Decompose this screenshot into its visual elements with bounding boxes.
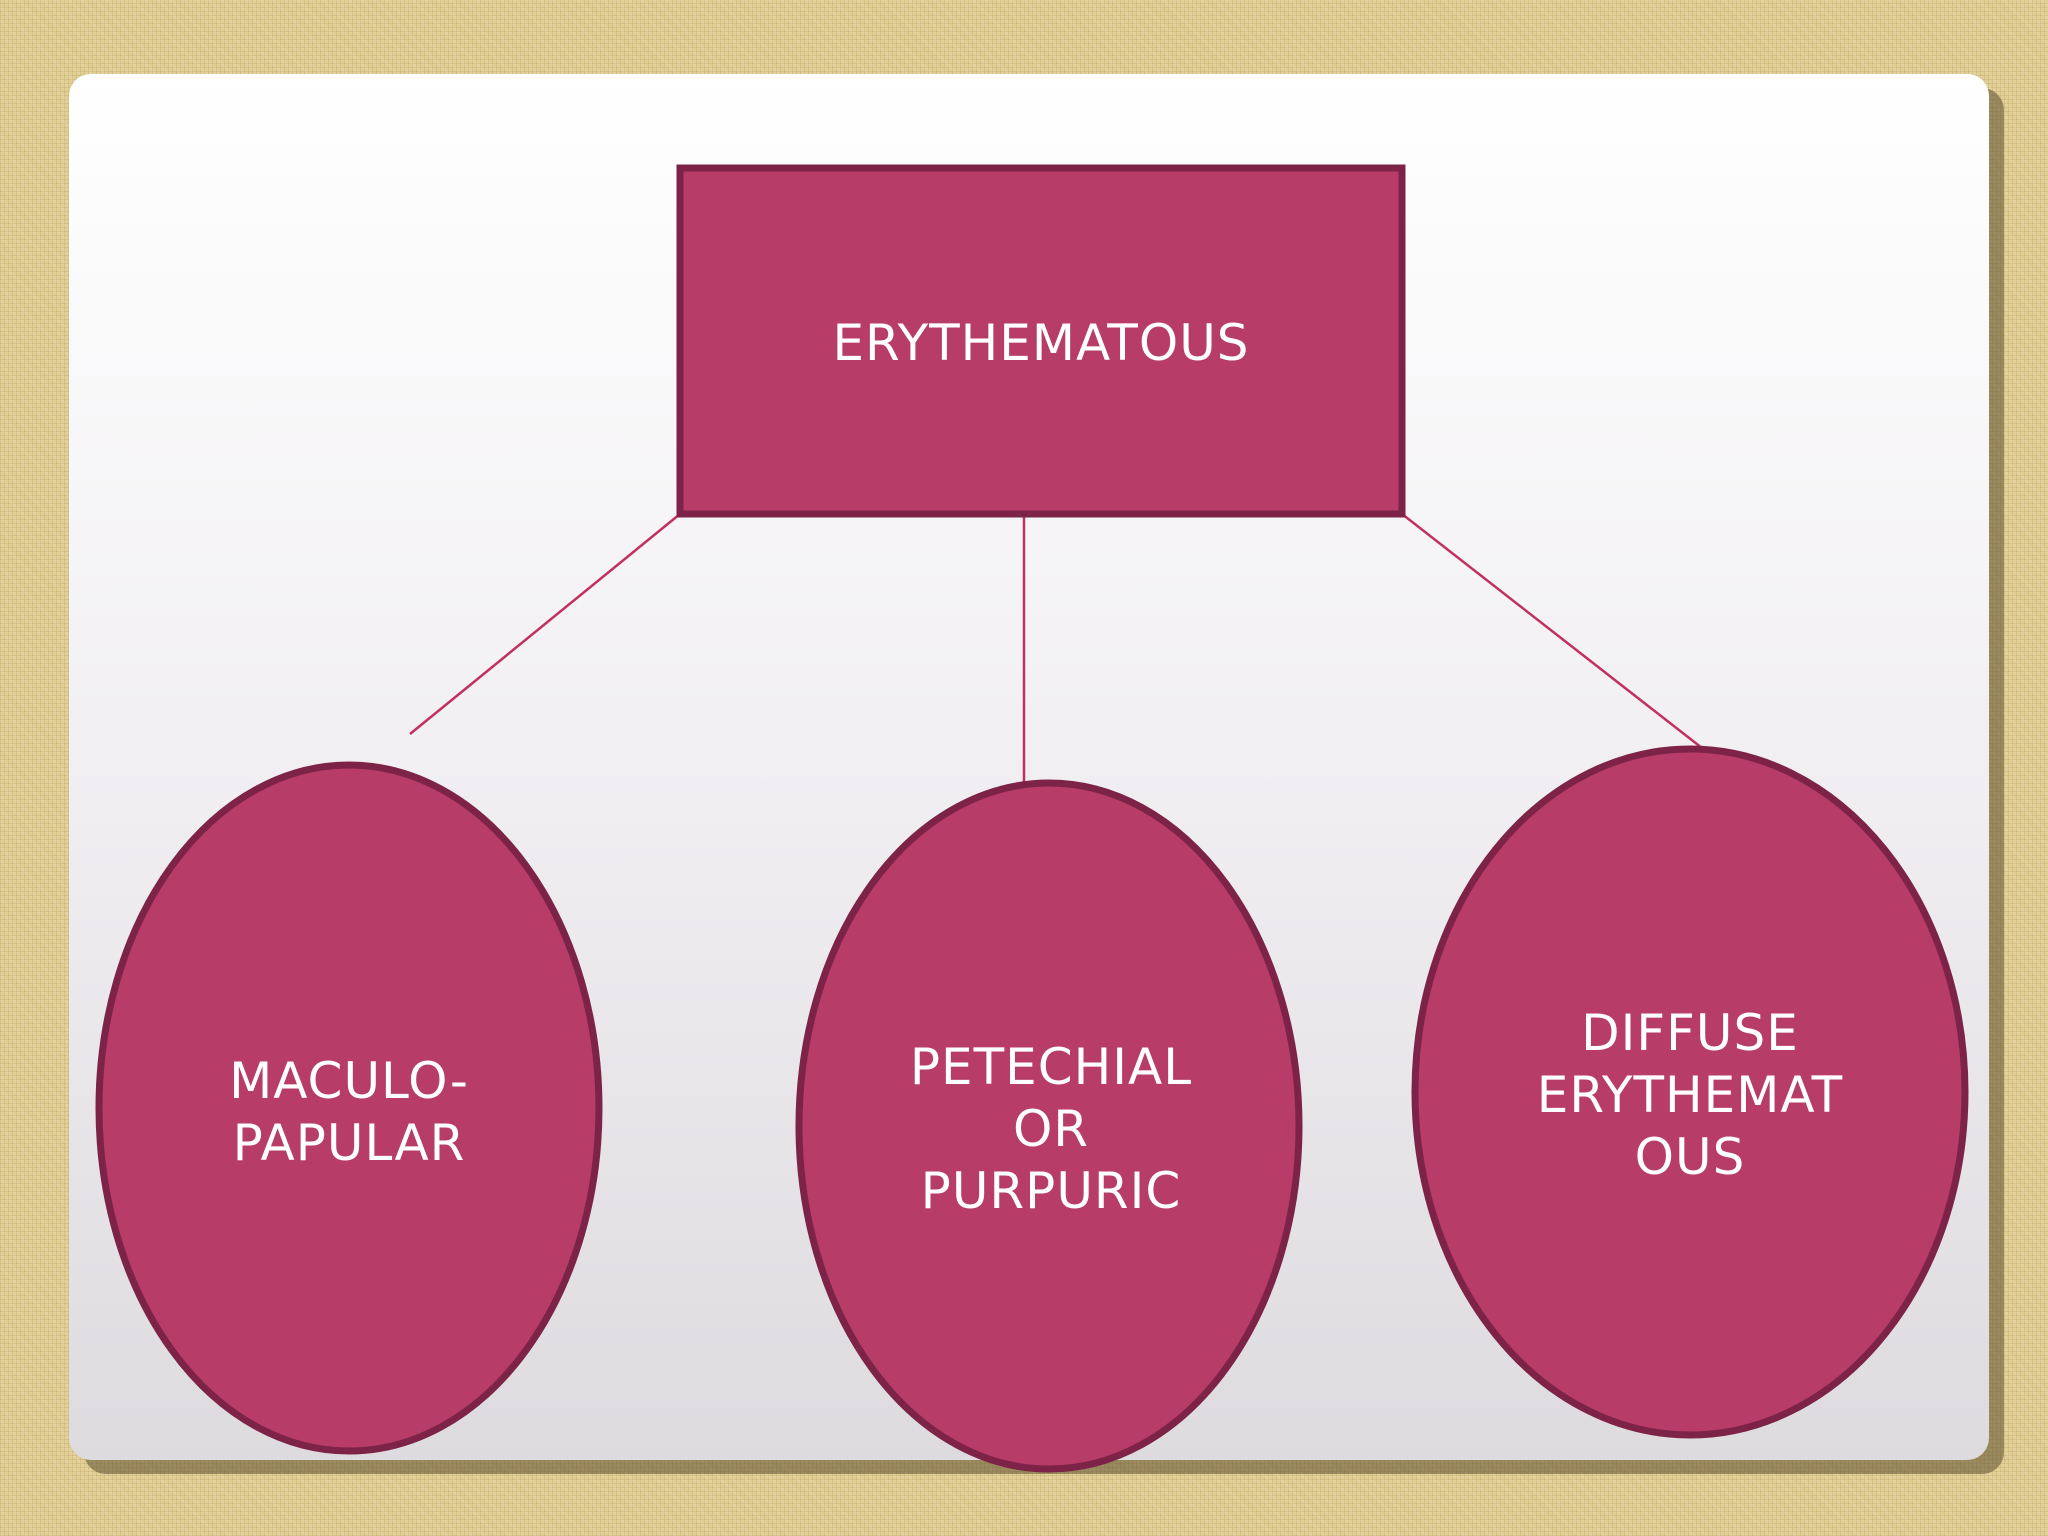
connector-right — [1401, 513, 1703, 749]
root-node: ERYTHEMATOUS — [676, 164, 1406, 518]
child-label-line: OR — [1013, 1100, 1089, 1158]
root-box — [676, 164, 1406, 518]
child-ellipse — [95, 761, 603, 1455]
child-label-line: ERYTHEMAT — [1537, 1066, 1843, 1124]
child-label-line: PURPURIC — [921, 1162, 1182, 1220]
root-label: ERYTHEMATOUS — [832, 314, 1249, 372]
child-ellipse — [1411, 745, 1969, 1439]
child-node-maculo-papular: MACULO- PAPULAR — [95, 761, 603, 1455]
child-node-petechial-or-purpuric: PETECHIAL OR PURPURIC — [795, 779, 1303, 1473]
child-ellipse — [795, 779, 1303, 1473]
child-node-diffuse-erythematous: DIFFUSE ERYTHEMAT OUS — [1411, 745, 1969, 1439]
child-label-line: OUS — [1635, 1128, 1746, 1186]
child-label-line: PAPULAR — [233, 1114, 466, 1172]
connector-left — [409, 513, 681, 735]
child-label-line: MACULO- — [229, 1052, 469, 1110]
child-label-line: PETECHIAL — [910, 1038, 1192, 1096]
child-label-line: DIFFUSE — [1581, 1004, 1799, 1062]
